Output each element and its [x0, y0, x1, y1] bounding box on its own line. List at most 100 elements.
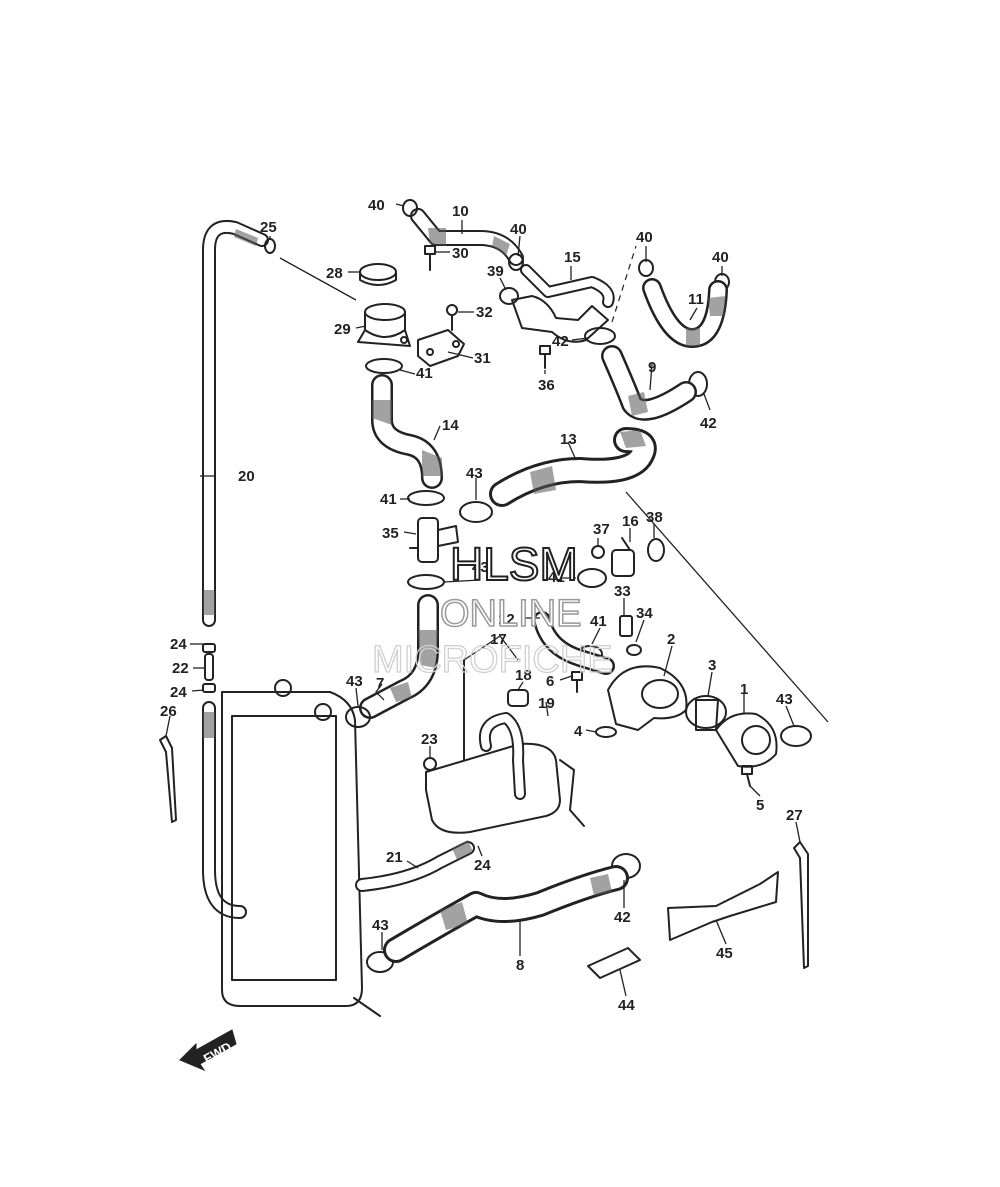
- part-45-plate: [667, 871, 779, 941]
- callout-21: 21: [386, 849, 403, 866]
- part-31-bracket: [417, 329, 465, 367]
- part-34-washer: [626, 644, 642, 656]
- part-7-hose: [359, 594, 439, 719]
- callout-45: 45: [716, 945, 733, 962]
- part-19-tank-hose: [479, 712, 585, 827]
- part-33-sensor: [619, 615, 633, 637]
- callout-4: 4: [574, 723, 583, 740]
- part-23-bolt: [423, 757, 437, 771]
- callout-24a: 24: [170, 636, 187, 653]
- callout-43d: 43: [776, 691, 793, 708]
- part-radiator-lower-left-hose: [202, 701, 247, 919]
- radiator: [221, 679, 381, 1017]
- callout-6: 6: [546, 673, 554, 690]
- part-37-bolt: [591, 545, 605, 559]
- part-9-hose: [601, 345, 697, 421]
- part-17-reservoir-tank: [425, 659, 561, 834]
- fwd-arrow-icon: FWD: [179, 1029, 237, 1072]
- callout-41c: 41: [548, 569, 565, 586]
- callout-24c: 24: [474, 857, 491, 874]
- callout-26: 26: [160, 703, 177, 720]
- callout-12: 12: [498, 611, 515, 628]
- part-20-hose: [202, 220, 269, 627]
- part-2-thermostat-housing: [607, 665, 688, 731]
- callout-2: 2: [667, 631, 675, 648]
- callout-15: 15: [564, 249, 581, 266]
- callout-43c: 43: [346, 673, 363, 690]
- part-21-hose: [355, 840, 475, 892]
- part-12-hose: [533, 611, 615, 675]
- callout-24b: 24: [170, 684, 187, 701]
- part-30-bolt: [424, 245, 436, 271]
- callout-35: 35: [382, 525, 399, 542]
- callout-39: 39: [487, 263, 504, 280]
- callout-42b: 42: [700, 415, 717, 432]
- callout-17: 17: [490, 631, 507, 648]
- callout-14: 14: [442, 417, 459, 434]
- watermark-online: ONLINE: [440, 593, 581, 635]
- callout-44: 44: [618, 997, 635, 1014]
- part-22-joint: [202, 643, 216, 693]
- part-16-fitting: [611, 537, 635, 577]
- callout-1: 1: [740, 681, 748, 698]
- watermark-hlsm: HLSM: [450, 538, 578, 590]
- part-4-o-ring: [595, 726, 617, 738]
- callout-30: 30: [452, 245, 469, 262]
- callout-40c: 40: [636, 229, 653, 246]
- callout-3: 3: [708, 657, 716, 674]
- leader-lines: [165, 203, 801, 997]
- callout-29: 29: [334, 321, 351, 338]
- callout-43b: 43: [472, 559, 489, 576]
- part-35-t-joint: [409, 517, 459, 563]
- part-38-o-ring: [647, 538, 665, 562]
- part-27-cable-tie: [793, 841, 809, 969]
- callout-32: 32: [476, 304, 493, 321]
- callout-20: 20: [238, 468, 255, 485]
- callout-43e: 43: [372, 917, 389, 934]
- part-14-hose: [371, 374, 443, 489]
- callout-labels: 1 2 3 4 5 6 7 8 9 10 11 12 13 14 15 16 1…: [160, 197, 803, 1014]
- callout-33: 33: [614, 583, 631, 600]
- callout-40a: 40: [368, 197, 385, 214]
- part-26-cable-tie: [159, 735, 177, 823]
- callout-42c: 42: [614, 909, 631, 926]
- callout-7: 7: [376, 675, 384, 692]
- part-13-hose: [489, 427, 657, 507]
- part-32-bolt: [446, 304, 458, 331]
- part-36-bolt: [539, 345, 551, 369]
- callout-8: 8: [516, 957, 524, 974]
- callout-34: 34: [636, 605, 653, 622]
- callout-37: 37: [593, 521, 610, 538]
- callout-25: 25: [260, 219, 277, 236]
- part-44-plate: [587, 947, 641, 979]
- part-25-clamp: [264, 238, 276, 254]
- part-18-tank-cap: [507, 689, 529, 707]
- callout-27: 27: [786, 807, 803, 824]
- part-5-bolt: [741, 765, 753, 787]
- part-10-hose: [410, 208, 524, 266]
- connector-line-13-43: [625, 491, 829, 723]
- callout-11: 11: [688, 291, 704, 308]
- callout-38: 38: [646, 509, 663, 526]
- callout-16: 16: [622, 513, 639, 530]
- callout-28: 28: [326, 265, 343, 282]
- watermark-microfiche: MICROFICHE: [372, 639, 613, 681]
- part-8-hose: [383, 865, 629, 963]
- callout-19: 19: [538, 695, 555, 712]
- callout-5: 5: [756, 797, 764, 814]
- callout-31: 31: [474, 350, 491, 367]
- watermark: HLSM ONLINE MICROFICHE: [371, 537, 613, 682]
- callout-40d: 40: [712, 249, 729, 266]
- part-11-hose: [642, 278, 728, 348]
- part-15-pipe: [511, 245, 637, 343]
- callout-41a: 41: [416, 365, 433, 382]
- callout-13: 13: [560, 431, 577, 448]
- callout-43a: 43: [466, 465, 483, 482]
- callout-9: 9: [648, 359, 656, 376]
- callout-10: 10: [452, 203, 469, 220]
- callout-41d: 41: [590, 613, 607, 630]
- part-39-o-ring: [499, 287, 519, 305]
- part-28-radiator-cap: [359, 263, 397, 286]
- callout-41b: 41: [380, 491, 397, 508]
